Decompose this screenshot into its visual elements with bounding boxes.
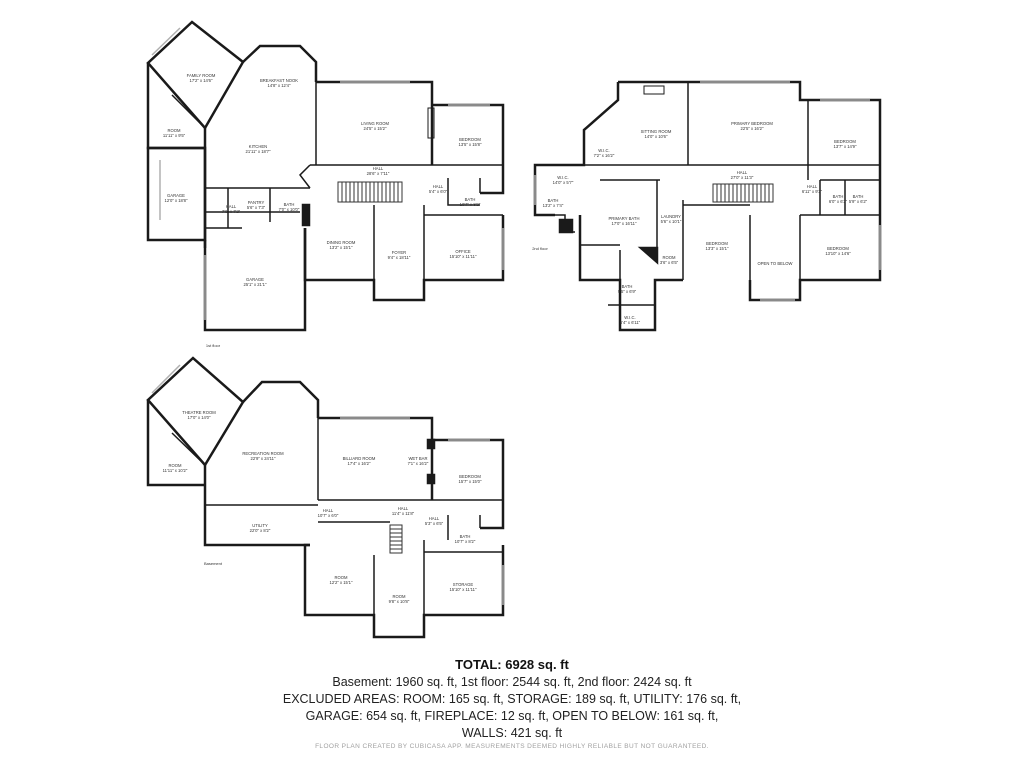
excluded-areas-line-1: EXCLUDED AREAS: ROOM: 165 sq. ft, STORAG…	[282, 692, 742, 706]
label-wic-b: W.I.C.14'0" x 5'7"	[553, 175, 574, 185]
total-area: TOTAL: 6928 sq. ft	[455, 657, 569, 672]
label-open-to-below: OPEN TO BELOW	[758, 261, 793, 266]
floor-areas: Basement: 1960 sq. ft, 1st floor: 2544 s…	[332, 675, 692, 689]
first-floor-windows	[151, 27, 504, 320]
footer-disclaimer: FLOOR PLAN CREATED BY CUBICASA APP. MEAS…	[315, 743, 709, 750]
second-floor-plan	[533, 80, 882, 332]
area-summary: TOTAL: 6928 sq. ft Basement: 1960 sq. ft…	[0, 656, 1024, 742]
basement-plan	[146, 356, 505, 639]
excluded-areas-line-2: GARAGE: 654 sq. ft, FIREPLACE: 12 sq. ft…	[305, 709, 719, 723]
basement-windows	[151, 364, 504, 605]
walls-area: WALLS: 421 sq. ft	[461, 726, 563, 740]
basement-caption: Basement	[204, 561, 223, 566]
second-floor-windows	[534, 81, 881, 301]
label-wic-c: W.I.C.6'4" x 6'11"	[620, 315, 641, 325]
first-floor-plan	[146, 20, 505, 332]
second-floor-caption: 2nd floor	[532, 246, 548, 251]
first-floor-caption: 1st floor	[206, 343, 221, 348]
label-wic-a: W.I.C.7'2" x 16'2"	[594, 148, 615, 158]
